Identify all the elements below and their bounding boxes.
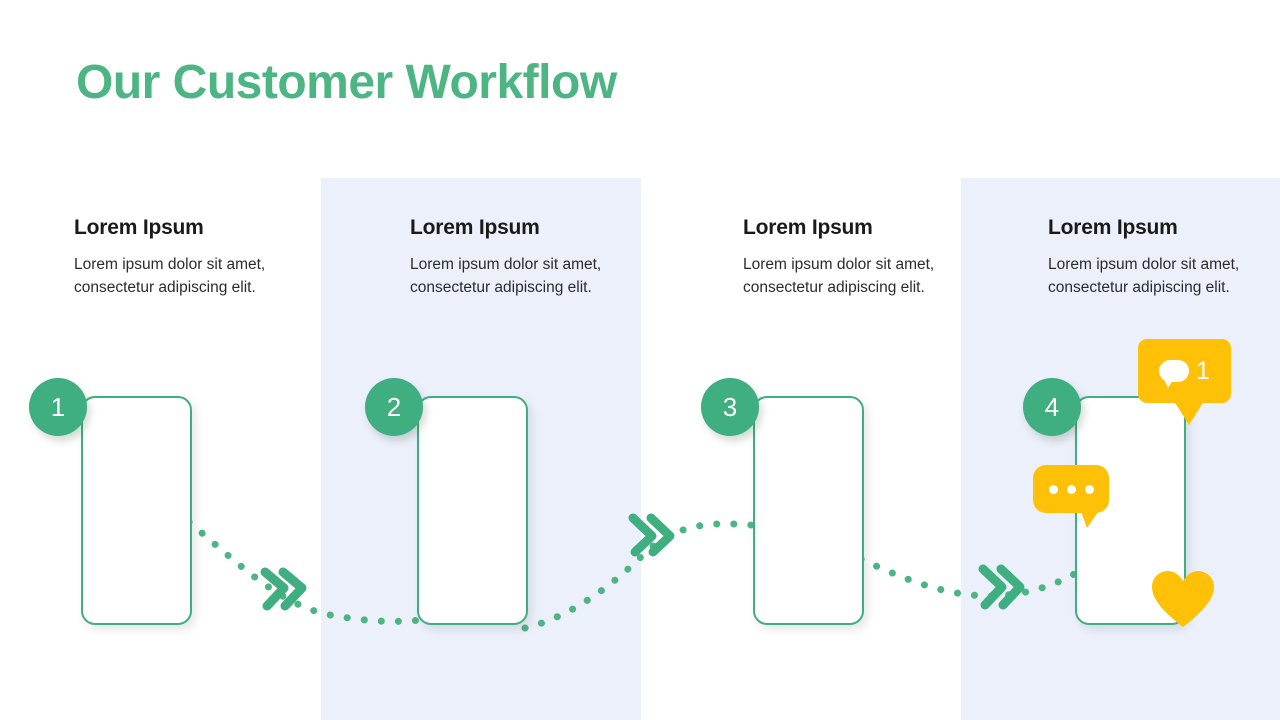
- step-number-badge-2[interactable]: 2: [365, 378, 423, 436]
- step-text-2: Lorem Ipsum Lorem ipsum dolor sit amet, …: [410, 216, 640, 299]
- step-heading-1: Lorem Ipsum: [74, 216, 204, 239]
- typing-dot-3: [1084, 484, 1094, 494]
- step-text-1: Lorem Ipsum Lorem ipsum dolor sit amet, …: [74, 216, 304, 299]
- double-chevron-right-icon: [260, 567, 289, 611]
- step-heading-2: Lorem Ipsum: [410, 216, 540, 239]
- step-number-badge-1[interactable]: 1: [29, 378, 87, 436]
- typing-dot-1: [1048, 484, 1058, 494]
- step-heading-4: Lorem Ipsum: [1048, 216, 1178, 239]
- step-number-badge-3[interactable]: 3: [701, 378, 759, 436]
- step-body-2: Lorem ipsum dolor sit amet, consectetur …: [410, 256, 602, 296]
- step-card-3[interactable]: [753, 396, 864, 625]
- chat-count-label: 1: [1196, 356, 1210, 385]
- step-body-1: Lorem ipsum dolor sit amet, consectetur …: [74, 256, 266, 296]
- chat-bubble-icon: [1159, 360, 1190, 388]
- step-card-1[interactable]: [81, 396, 192, 625]
- step-heading-3: Lorem Ipsum: [743, 216, 873, 239]
- heart-icon: [1151, 570, 1215, 633]
- step-text-4: Lorem Ipsum Lorem ipsum dolor sit amet, …: [1048, 216, 1248, 299]
- step-body-4: Lorem ipsum dolor sit amet, consectetur …: [1048, 256, 1240, 296]
- typing-dots-icon: [1033, 465, 1109, 528]
- step-card-2[interactable]: [417, 396, 528, 625]
- chat-count-badge: 1: [1138, 339, 1231, 425]
- step-body-3: Lorem ipsum dolor sit amet, consectetur …: [743, 256, 935, 296]
- step-number-badge-4[interactable]: 4: [1023, 378, 1081, 436]
- page-title: Our Customer Workflow: [76, 56, 617, 109]
- step-text-3: Lorem Ipsum Lorem ipsum dolor sit amet, …: [743, 216, 973, 299]
- typing-dot-2: [1066, 484, 1076, 494]
